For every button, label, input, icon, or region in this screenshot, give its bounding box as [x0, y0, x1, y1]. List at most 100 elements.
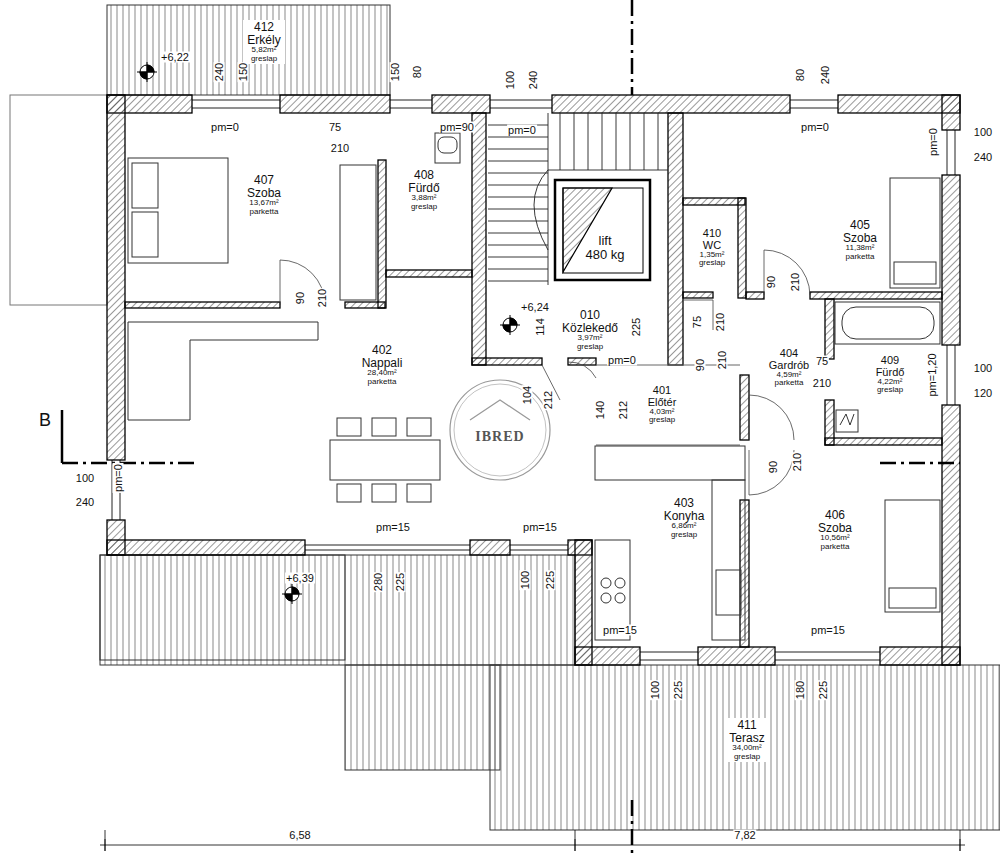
dimension-label: 210 — [317, 288, 328, 308]
dimension-label: +6,22 — [160, 52, 190, 63]
floor-material: parketta — [816, 543, 855, 551]
dimension-label: 100 — [520, 570, 531, 590]
room-name: 480 kg — [583, 248, 627, 262]
room-name: Szoba — [816, 522, 855, 535]
room-area: 28,40m² — [360, 369, 405, 377]
dimension-label: 114 — [535, 317, 546, 337]
room-number: 406 — [816, 509, 855, 522]
room-area: 4,22m² — [874, 378, 907, 386]
dimension-label: pm=0 — [800, 122, 830, 133]
dimension-label: 150 — [390, 62, 401, 82]
room-name: WC — [697, 240, 728, 252]
dimension-label: 100 — [75, 473, 95, 484]
dimension-label: pm=0 — [507, 125, 537, 136]
room-number: 410 — [697, 228, 728, 240]
dimension-label: 280 — [373, 572, 384, 592]
dimension-label: pm=0 — [113, 463, 124, 493]
room-label: 402Nappali28,40m²parketta — [358, 343, 407, 387]
watermark: IBRED — [474, 430, 525, 444]
floor-material: greslap — [560, 343, 621, 351]
dimension-label: 240 — [528, 70, 539, 90]
room-number: 409 — [874, 355, 907, 367]
dimension-label: 75 — [328, 122, 342, 133]
floor-material: greslap — [874, 386, 907, 394]
room-label: 409Fürdő4,22m²greslap — [872, 354, 909, 396]
dimension-label: 80 — [412, 65, 423, 79]
room-area: 4,59m² — [767, 371, 812, 379]
dimension-label: 240 — [75, 497, 95, 508]
room-number: 402 — [360, 344, 405, 357]
watermark-logo — [450, 380, 550, 480]
room-number: 010 — [560, 309, 621, 322]
room-name: Nappali — [360, 357, 405, 370]
dimension-label: 210 — [715, 312, 726, 332]
room-label: 410WC1,35m²greslap — [695, 227, 730, 269]
dimension-label: 150 — [238, 62, 249, 82]
room-name: Előtér — [646, 397, 679, 409]
room-name: Szoba — [245, 187, 284, 200]
floor-material: greslap — [646, 416, 679, 424]
dimension-label: 75 — [815, 356, 829, 367]
room-name: Fürdő — [406, 182, 442, 195]
dimension-label: 210 — [330, 143, 350, 154]
stair — [488, 113, 668, 285]
room-area: 10,56m² — [816, 534, 855, 542]
furniture — [128, 133, 940, 640]
dimension-label: 120 — [973, 388, 993, 399]
room-number: 404 — [767, 348, 812, 360]
room-area: 5,82m² — [245, 46, 283, 54]
room-name: Terasz — [727, 732, 767, 745]
dimension-label: pm=0 — [607, 355, 637, 366]
terrace-hatch — [10, 5, 1000, 830]
room-number: 401 — [646, 385, 679, 397]
dimension-label: 90 — [695, 358, 706, 372]
dimension-label: 75 — [692, 315, 703, 329]
room-label: 404Gardrób4,59m²parketta — [765, 347, 814, 389]
dimension-label: 240 — [214, 62, 225, 82]
window — [112, 100, 955, 660]
room-label: 411Terasz34,00m²greslap — [725, 718, 769, 762]
dimension-label: pm=15 — [602, 625, 638, 636]
room-label: 408Fürdő3,88m²greslap — [404, 168, 444, 212]
door-swing — [280, 250, 810, 495]
dimension-label: 225 — [818, 680, 829, 700]
room-number: lift — [583, 234, 627, 248]
dimension-label: 90 — [766, 275, 777, 289]
dimension-label: pm=90 — [439, 122, 475, 133]
dimension-label: pm=15 — [810, 625, 846, 636]
floor-material: greslap — [697, 259, 728, 267]
room-area: 1,35m² — [697, 251, 728, 259]
section-line — [62, 0, 960, 855]
room-label: 412Erkély5,82m²greslap — [243, 20, 285, 64]
room-name: Fürdő — [874, 367, 907, 379]
room-area: 4,03m² — [646, 408, 679, 416]
floor-material: parketta — [767, 379, 812, 387]
dimension-label: pm=15 — [375, 522, 411, 533]
dimension-label: 90 — [768, 460, 779, 474]
dimension-label: 104 — [522, 385, 533, 405]
room-label: 010Közlekedő3,97m²greslap — [558, 308, 623, 352]
dimension-label: 212 — [543, 390, 554, 410]
dimension-label: 210 — [812, 378, 832, 389]
dimension-label: 100 — [973, 363, 993, 374]
room-area: 34,00m² — [727, 744, 767, 752]
lift-shaft — [555, 180, 650, 280]
dimension-label: 240 — [820, 65, 831, 85]
room-name: Gardrób — [767, 360, 812, 372]
floor-material: greslap — [406, 203, 442, 211]
dimension-label: 240 — [973, 152, 993, 163]
dimension-label: B — [38, 411, 52, 429]
dimension-label: +6,24 — [520, 302, 550, 313]
room-name: Szoba — [841, 232, 880, 245]
dimension-label: pm=0 — [928, 127, 939, 157]
floor-material: greslap — [245, 55, 283, 63]
floor-material: parketta — [245, 208, 284, 216]
room-label: 403Konyha6,86m²greslap — [660, 496, 709, 540]
room-number: 411 — [727, 719, 767, 732]
floor-material: greslap — [662, 531, 707, 539]
dimension-label: 210 — [792, 452, 803, 472]
dimension-label: pm=0 — [210, 122, 240, 133]
dimension-label: 100 — [973, 127, 993, 138]
partition-line — [596, 365, 740, 445]
